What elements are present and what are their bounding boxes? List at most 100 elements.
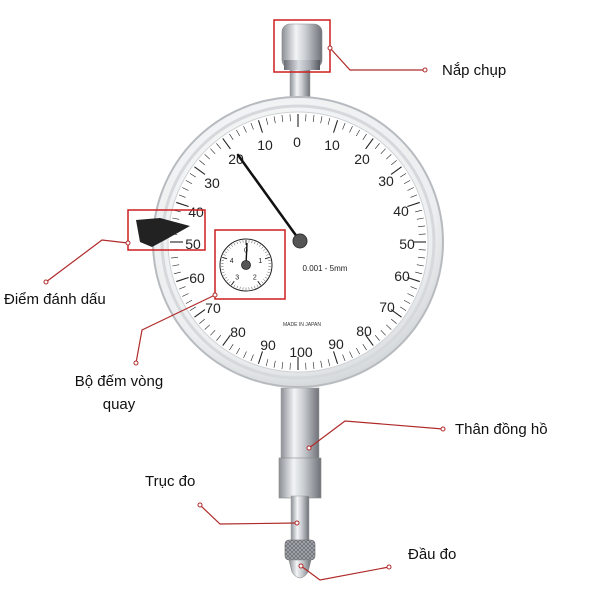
dial-tick xyxy=(281,114,284,122)
contact-tip xyxy=(284,539,316,579)
dial-tick xyxy=(400,306,407,311)
stem-body xyxy=(278,387,322,499)
dial-tick xyxy=(182,293,189,297)
dial-tick xyxy=(236,347,240,355)
dial-number-top-left: 10 xyxy=(257,137,273,153)
dial-tick xyxy=(390,166,402,175)
dial-tick xyxy=(173,271,181,275)
label-marker: Điểm đánh dấu xyxy=(4,291,106,308)
dial-number-right: 20 xyxy=(354,151,370,167)
dial-number-right: 80 xyxy=(356,323,372,339)
sub-dial-tick xyxy=(264,256,270,260)
dial-tick xyxy=(342,122,346,130)
dial-tick xyxy=(362,344,367,351)
dial-tick xyxy=(222,334,231,346)
label-spindle: Trục đo xyxy=(145,473,196,490)
label-body: Thân đồng hồ xyxy=(455,421,548,438)
dial-tick xyxy=(385,154,392,160)
sub-dial-tick xyxy=(224,251,228,254)
dial-tick xyxy=(374,335,380,341)
sub-dial-tick xyxy=(223,254,226,256)
sub-dial-tick xyxy=(263,248,266,251)
dial-tick xyxy=(250,354,254,362)
dial-tick xyxy=(403,300,411,304)
dial-number-right: 70 xyxy=(379,299,395,315)
dial-number-right: 10 xyxy=(324,137,340,153)
dial-tick xyxy=(380,329,386,336)
dial-tick xyxy=(415,209,423,213)
sub-dial-tick xyxy=(261,246,264,249)
dial-tick xyxy=(400,173,407,178)
dial-tick xyxy=(273,116,276,124)
dial-tick xyxy=(385,324,392,330)
dial-tick xyxy=(327,117,331,125)
dial-tick xyxy=(374,143,380,149)
dial-tick xyxy=(216,335,222,341)
sub-dial-tick xyxy=(264,251,268,254)
dial-tick xyxy=(236,129,240,137)
dial-number-left: 70 xyxy=(205,300,221,316)
dial-tick xyxy=(229,133,234,140)
dial-tick xyxy=(365,334,374,346)
tolerance-marker xyxy=(136,218,190,247)
main-pointer xyxy=(236,153,308,249)
dial-tick xyxy=(365,138,374,150)
sub-dial-number: 3 xyxy=(235,275,239,282)
dial-tick xyxy=(172,264,180,267)
dial-tick xyxy=(320,360,323,368)
dial-number-left: 40 xyxy=(188,204,204,220)
dial-tick xyxy=(210,329,216,336)
sub-dial-tick xyxy=(261,281,264,284)
dial-number-right: 60 xyxy=(394,268,410,284)
sub-dial-tick xyxy=(254,285,256,289)
sub-dial-tick xyxy=(257,280,262,286)
dial-maker-text: MADE IN JAPAN xyxy=(283,322,321,328)
cap-knob xyxy=(281,23,323,99)
sub-dial-tick xyxy=(222,271,225,273)
dial-tick xyxy=(257,120,263,133)
sub-dial-tick xyxy=(224,276,228,279)
dial-tick xyxy=(407,201,420,207)
sub-dial-number: 4 xyxy=(230,258,234,265)
sub-dial-tick xyxy=(251,240,253,244)
sub-dial-tick xyxy=(239,240,241,244)
sub-dial-tick xyxy=(251,286,253,290)
dial-tick xyxy=(189,306,196,311)
dial-tick xyxy=(418,256,426,259)
dial-number-left: 50 xyxy=(185,236,201,252)
dial-tick xyxy=(189,173,196,178)
dial-tick xyxy=(407,187,414,191)
marker-highlight-box xyxy=(127,209,206,251)
label-revolution-counter: Bộ đếm vòng quay xyxy=(44,370,194,416)
dial-tick xyxy=(243,126,247,133)
dial-number-bottom: 100 xyxy=(289,344,313,360)
sub-dial-tick xyxy=(263,279,266,282)
label-revolution-counter-line1: Bộ đếm vòng xyxy=(74,373,164,390)
revolution-counter-dial: 01234 xyxy=(219,238,273,292)
dial-tick xyxy=(281,362,284,370)
spindle-rod xyxy=(290,495,310,543)
dial-tick xyxy=(178,194,186,198)
dial-tick xyxy=(222,138,231,150)
sub-dial-tick xyxy=(256,284,259,288)
dial-number-left: 30 xyxy=(204,175,220,191)
dial-tick xyxy=(333,120,339,133)
sub-dial-tick xyxy=(228,246,231,249)
sub-dial-tick xyxy=(230,280,235,286)
dial-tick xyxy=(380,148,386,155)
dial-tick xyxy=(265,359,269,367)
dial-tick xyxy=(327,359,331,367)
sub-dial-tick xyxy=(233,242,236,246)
dial-tick xyxy=(170,256,178,259)
dial-tick xyxy=(407,293,414,297)
dial-tick xyxy=(178,286,186,290)
dial-tick xyxy=(391,160,397,166)
dial-tick xyxy=(265,117,269,125)
dial-tick xyxy=(204,154,211,160)
dial-tick xyxy=(199,318,205,324)
sub-dial-tick xyxy=(231,244,233,247)
dial-tick xyxy=(216,143,222,149)
dial-tick xyxy=(407,277,420,283)
